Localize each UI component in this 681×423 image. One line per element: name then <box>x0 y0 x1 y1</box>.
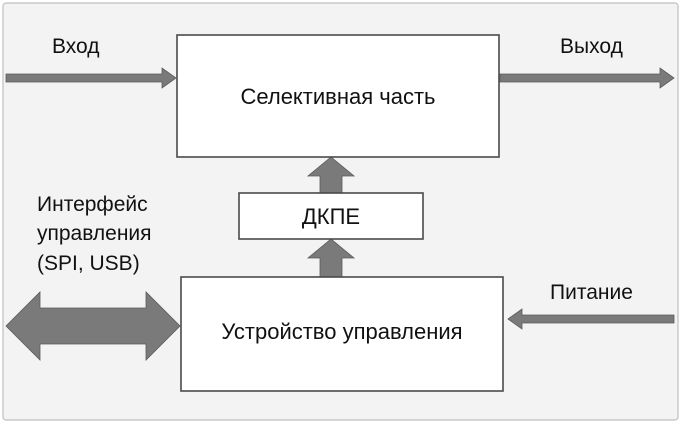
interface-label-line2: управления <box>37 222 152 245</box>
control-device-box <box>180 276 504 392</box>
interface-label-line3: (SPI, USB) <box>37 252 140 275</box>
output-arrow <box>499 67 675 89</box>
output-label: Выход <box>560 35 623 58</box>
dkpe-label: ДКПЕ <box>302 204 360 229</box>
input-label: Вход <box>52 35 100 58</box>
interface-double-arrow <box>5 291 181 361</box>
power-label: Питание <box>550 281 633 304</box>
dkpe-to-selective-arrow <box>306 156 356 194</box>
selective-part-label: Селективная часть <box>240 84 435 109</box>
control-device-label: Устройство управления <box>221 319 462 344</box>
selective-part-box <box>176 34 500 158</box>
power-arrow <box>507 308 675 330</box>
input-arrow <box>5 67 177 89</box>
control-to-dkpe-arrow <box>306 238 356 278</box>
dkpe-box <box>238 192 424 240</box>
interface-label-line1: Интерфейс <box>37 193 148 216</box>
